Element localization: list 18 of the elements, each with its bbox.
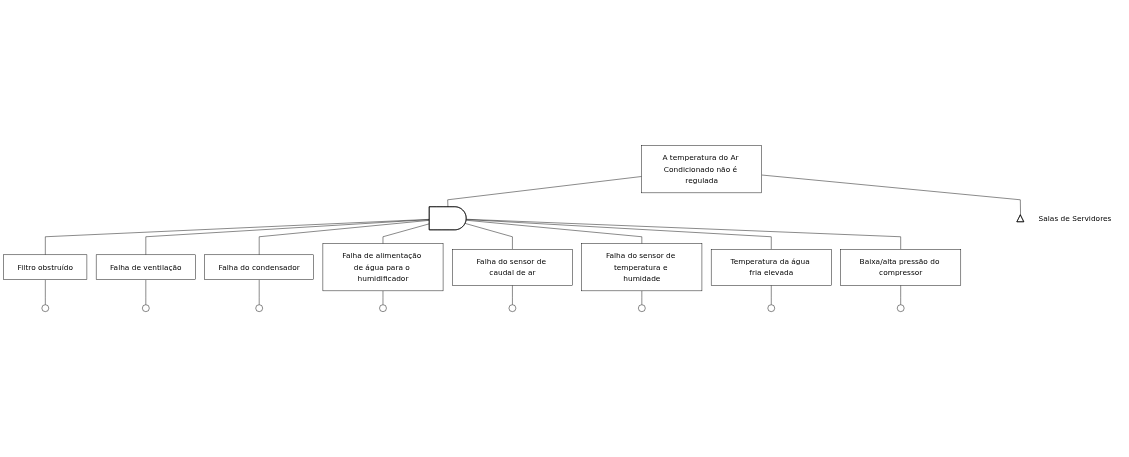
- connector: [761, 174, 1021, 216]
- connector: [466, 219, 643, 244]
- node-circle: [379, 304, 387, 312]
- connector: [447, 176, 642, 207]
- connector: [466, 218, 901, 250]
- connector: [145, 219, 430, 255]
- node-circle: [508, 304, 517, 312]
- node-circle: [897, 304, 905, 312]
- node-circle: [255, 304, 263, 312]
- node-circle: [767, 304, 775, 312]
- connector: [466, 219, 772, 250]
- connector: [45, 218, 430, 255]
- connector: [258, 219, 430, 255]
- node-circle: [638, 304, 646, 312]
- node-circle: [142, 304, 150, 312]
- node-circle: [41, 304, 49, 312]
- connector: [382, 223, 430, 244]
- connector: [465, 223, 513, 250]
